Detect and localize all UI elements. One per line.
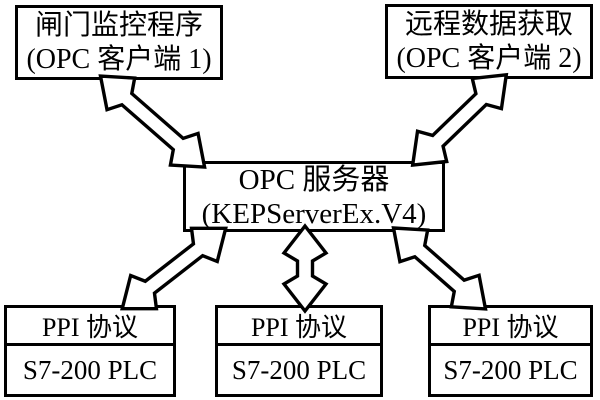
node-plc3-device-label: S7-200 PLC bbox=[443, 354, 578, 385]
node-plc2-device-label: S7-200 PLC bbox=[231, 354, 367, 385]
double-arrow-server-plc2 bbox=[281, 223, 329, 314]
node-opc-client2-title: 远程数据获取 bbox=[404, 8, 573, 40]
node-opc-server-subtitle: (KEPServerEx.V4) bbox=[201, 197, 427, 230]
node-plc1-protocol-label: PPI 协议 bbox=[7, 308, 173, 346]
node-opc-client2: 远程数据获取 (OPC 客户端 2) bbox=[385, 4, 593, 79]
node-plc1-device-label: S7-200 PLC bbox=[22, 354, 158, 385]
node-opc-client1: 闸门监控程序 (OPC 客户端 1) bbox=[15, 5, 223, 80]
node-plc3: PPI 协议 S7-200 PLC bbox=[428, 305, 593, 397]
node-opc-client2-subtitle: (OPC 客户端 2) bbox=[396, 42, 582, 74]
node-plc3-protocol-label: PPI 协议 bbox=[431, 308, 590, 346]
node-opc-client1-title: 闸门监控程序 bbox=[34, 9, 203, 41]
node-plc2-protocol-label: PPI 协议 bbox=[218, 308, 380, 346]
node-plc2: PPI 协议 S7-200 PLC bbox=[215, 305, 383, 397]
node-opc-server-title: OPC 服务器 bbox=[238, 163, 390, 196]
node-plc1: PPI 协议 S7-200 PLC bbox=[4, 305, 176, 397]
node-opc-client1-subtitle: (OPC 客户端 1) bbox=[26, 43, 212, 75]
node-opc-server: OPC 服务器 (KEPServerEx.V4) bbox=[183, 161, 445, 232]
